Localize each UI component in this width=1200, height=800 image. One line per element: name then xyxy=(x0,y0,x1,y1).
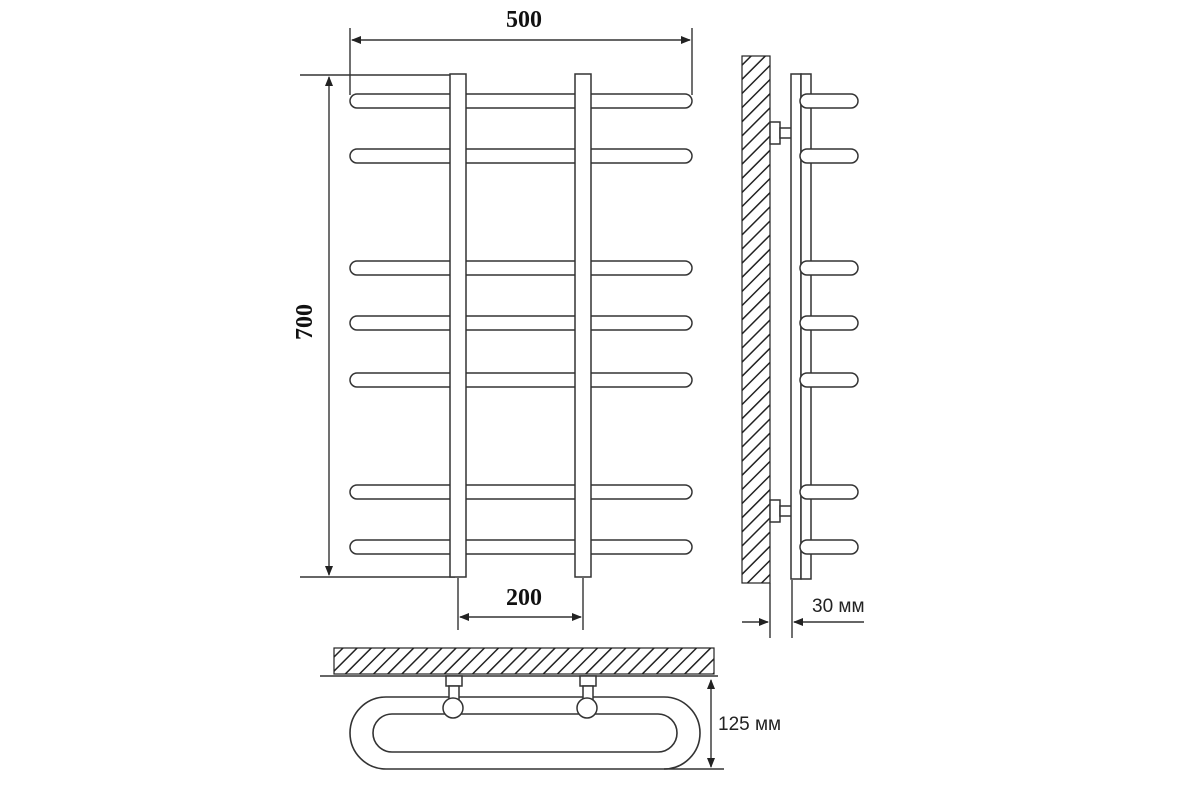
rail-5 xyxy=(349,372,693,388)
depth-label: 125 мм xyxy=(718,714,781,735)
right-collector xyxy=(574,73,592,578)
side-rail-6 xyxy=(799,484,859,500)
side-rails xyxy=(799,93,859,555)
mount-right xyxy=(576,675,598,719)
height-label: 700 xyxy=(292,304,318,340)
side-rail-5 xyxy=(799,372,859,388)
rail-3 xyxy=(349,260,693,276)
depth-dimension: 125 мм xyxy=(664,679,781,770)
mounting-bracket-bottom xyxy=(769,499,793,523)
rail-2 xyxy=(349,148,693,164)
width-label: 500 xyxy=(506,7,542,33)
side-rail-2 xyxy=(799,148,859,164)
spacing-dimension: 200 xyxy=(457,578,584,630)
top-view: 125 мм xyxy=(320,647,781,770)
side-view: 30 мм xyxy=(741,55,865,638)
side-rail-3 xyxy=(799,260,859,276)
wall-hatching-top xyxy=(333,647,715,675)
wall-gap-label: 30 мм xyxy=(812,596,865,617)
wall-hatching xyxy=(741,55,771,584)
left-collector xyxy=(449,73,467,578)
height-dimension: 700 xyxy=(292,74,455,578)
horizontal-rails xyxy=(349,93,693,555)
rail-1 xyxy=(349,93,693,109)
side-rail-4 xyxy=(799,315,859,331)
side-rail-7 xyxy=(799,539,859,555)
rail-7 xyxy=(349,539,693,555)
rail-loop-inner xyxy=(372,713,678,753)
rail-4 xyxy=(349,315,693,331)
front-view: 500 700 200 xyxy=(292,7,693,630)
wall-gap-dimension: 30 мм xyxy=(742,580,865,638)
side-collector-back xyxy=(790,73,802,580)
mounting-bracket-top xyxy=(769,121,793,145)
side-rail-1 xyxy=(799,93,859,109)
rail-loop-outer xyxy=(349,696,701,770)
mount-left xyxy=(442,675,464,719)
rail-6 xyxy=(349,484,693,500)
width-dimension: 500 xyxy=(349,7,693,95)
spacing-label: 200 xyxy=(506,585,542,611)
